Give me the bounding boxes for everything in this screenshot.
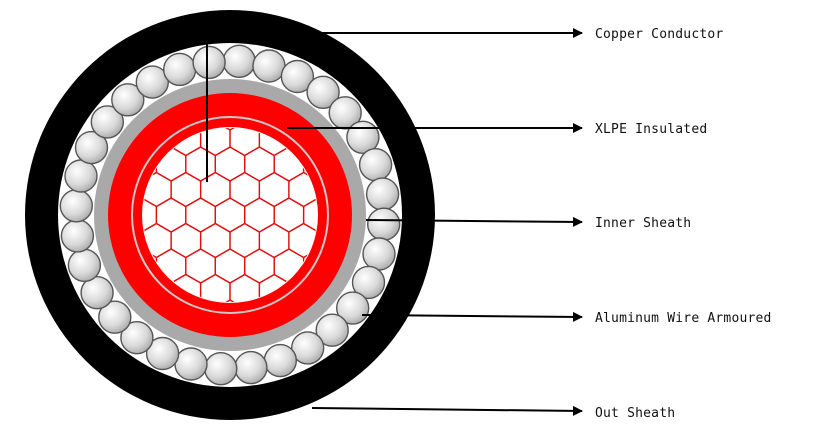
conductor-strand (302, 248, 317, 284)
armour-wire (263, 343, 297, 378)
armour-wire (64, 159, 98, 193)
armour-wire (351, 265, 386, 300)
armour-wire (291, 331, 325, 365)
armour-wire (111, 83, 145, 117)
armour-wire (362, 237, 396, 271)
armour-wire (98, 300, 132, 334)
armour-wire (306, 75, 340, 110)
armour-wire (222, 44, 256, 78)
copper-conductor (142, 127, 318, 303)
armour-wire (74, 130, 109, 165)
leader-copper-conductor (206, 28, 583, 182)
armour-wire (336, 291, 370, 325)
armour-wire (234, 350, 268, 385)
armour-wire (367, 207, 401, 241)
armour-wire (204, 352, 238, 386)
armour-wire (365, 177, 400, 211)
armour-wire (162, 52, 197, 87)
armour-wire (135, 65, 170, 99)
armour-wire (120, 321, 154, 355)
armour-wire (174, 347, 208, 381)
armour-wire (315, 313, 349, 347)
armour-wire (59, 189, 94, 223)
armour-wire (192, 45, 226, 80)
label-inner-sheath: Inner Sheath (595, 216, 691, 231)
armour-wire (90, 105, 125, 139)
armour-wire (67, 248, 102, 282)
armour-wire (60, 219, 95, 253)
label-copper-conductor: Copper Conductor (595, 27, 723, 42)
label-out-sheath: Out Sheath (595, 406, 675, 421)
armour-wire (280, 59, 315, 94)
leader-aluminum-wire-armoured (361, 311, 583, 322)
label-aluminum-wire-armoured: Aluminum Wire Armoured (595, 311, 772, 326)
armour-wire (346, 120, 380, 155)
armour-wire (252, 49, 286, 83)
callout-leaders (206, 28, 583, 416)
conductor-strand (302, 197, 317, 233)
insulation-screen-line (131, 116, 329, 314)
armour-wire (145, 336, 180, 371)
armour-wire (358, 147, 393, 182)
leader-out-sheath (311, 405, 583, 416)
label-xlpe-insulated: XLPE Insulated (595, 122, 707, 137)
aluminum-armour-wires (59, 44, 401, 386)
leader-inner-sheath (365, 216, 583, 227)
armour-wire (80, 276, 114, 310)
